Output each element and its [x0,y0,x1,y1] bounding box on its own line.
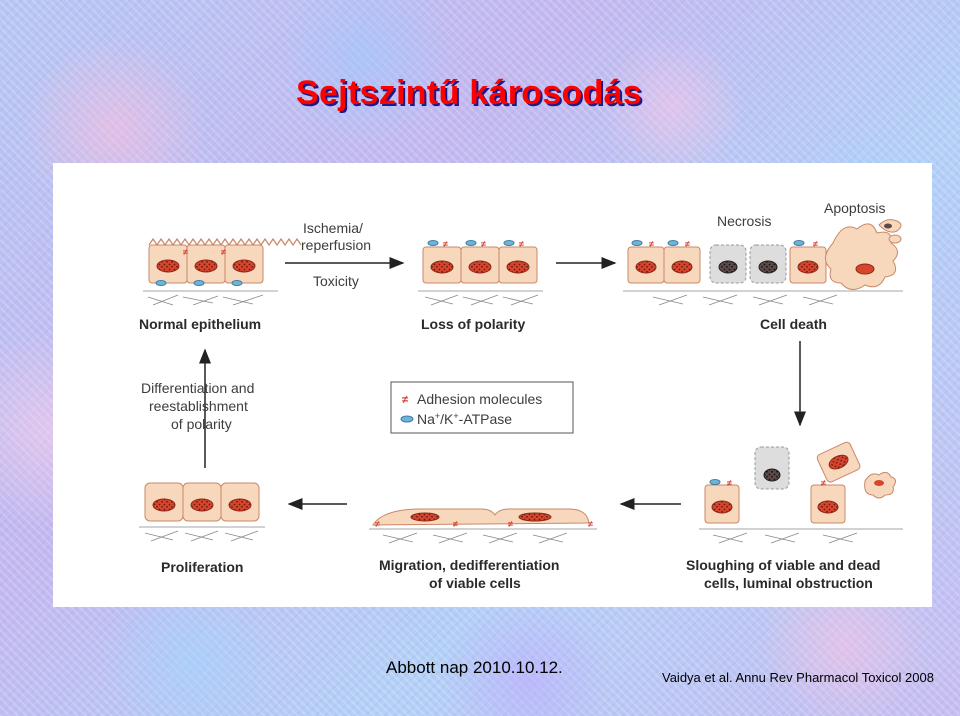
svg-text:≠: ≠ [508,519,513,529]
credit-citation: Vaidya et al. Annu Rev Pharmacol Toxicol… [662,670,934,685]
slide-title: Sejtszintű károsodás [296,74,643,112]
legend-adhesion-label: Adhesion molecules [417,391,542,407]
svg-text:≠: ≠ [481,239,486,249]
svg-text:≠: ≠ [727,478,732,488]
legend-atpase-label: Na+/K+-ATPase [417,411,512,427]
svg-text:≠: ≠ [519,239,524,249]
adhesion-symbol-icon: ≠ [402,394,408,406]
differentiation-label-line2: reestablishment [149,398,248,414]
legend: ≠ Adhesion molecules Na+/K+-ATPase [390,381,574,434]
svg-text:≠: ≠ [588,519,593,529]
migration-basement-membrane [369,528,597,544]
svg-text:≠: ≠ [443,239,448,249]
stage-normal-label: Normal epithelium [139,316,261,332]
credit-event: Abbott nap 2010.10.12. [386,658,563,677]
cell-death-basement-membrane [623,290,903,306]
normal-epithelium-cells: ≠ ≠ [148,237,302,286]
ischemia-label-line2: reperfusion [301,237,371,253]
differentiation-label-line3: of polarity [171,416,232,432]
proliferation-cells [144,482,260,522]
stage-death-label: Cell death [760,316,827,332]
migration-cells: ≠ ≠ ≠ ≠ [372,508,593,529]
svg-text:≠: ≠ [183,247,188,257]
apoptotic-cell [825,219,902,290]
apoptosis-label: Apoptosis [824,200,885,216]
svg-text:≠: ≠ [221,247,226,257]
svg-text:≠: ≠ [649,239,654,249]
stage-migration-label-line1: Migration, dedifferentiation [379,557,559,573]
stage-migration-label-line2: of viable cells [429,575,521,591]
stage-sloughing-label-line2: cells, luminal obstruction [704,575,873,591]
svg-text:≠: ≠ [813,239,818,249]
svg-text:≠: ≠ [375,519,380,529]
stage-polarity-label: Loss of polarity [421,316,525,332]
ischemia-label-line1: Ischemia/ [303,220,363,236]
toxicity-label: Toxicity [313,273,359,289]
proliferation-basement-membrane [139,526,265,542]
differentiation-label-line1: Differentiation and [141,380,254,396]
sloughing-cells: ≠ ≠ [704,441,897,524]
stage-sloughing-label-line1: Sloughing of viable and dead [686,557,880,573]
normal-basement-membrane [143,290,278,306]
stage-proliferation-label: Proliferation [161,559,243,575]
polarity-loss-cells: ≠ ≠ ≠ [422,239,538,284]
cell-death-cells: ≠ ≠ ≠ [627,239,827,284]
svg-text:≠: ≠ [821,478,826,488]
svg-text:≠: ≠ [685,239,690,249]
polarity-basement-membrane [418,290,543,306]
diagram-canvas: ≠ ≠ Normal epithelium Ischemia/ reperfus… [139,200,903,591]
atpase-symbol-icon [400,415,414,423]
renal-injury-diagram: ≠ ≠ Normal epithelium Ischemia/ reperfus… [53,163,932,607]
svg-text:≠: ≠ [453,519,458,529]
sloughing-basement-membrane [699,528,903,544]
necrosis-label: Necrosis [717,213,771,229]
